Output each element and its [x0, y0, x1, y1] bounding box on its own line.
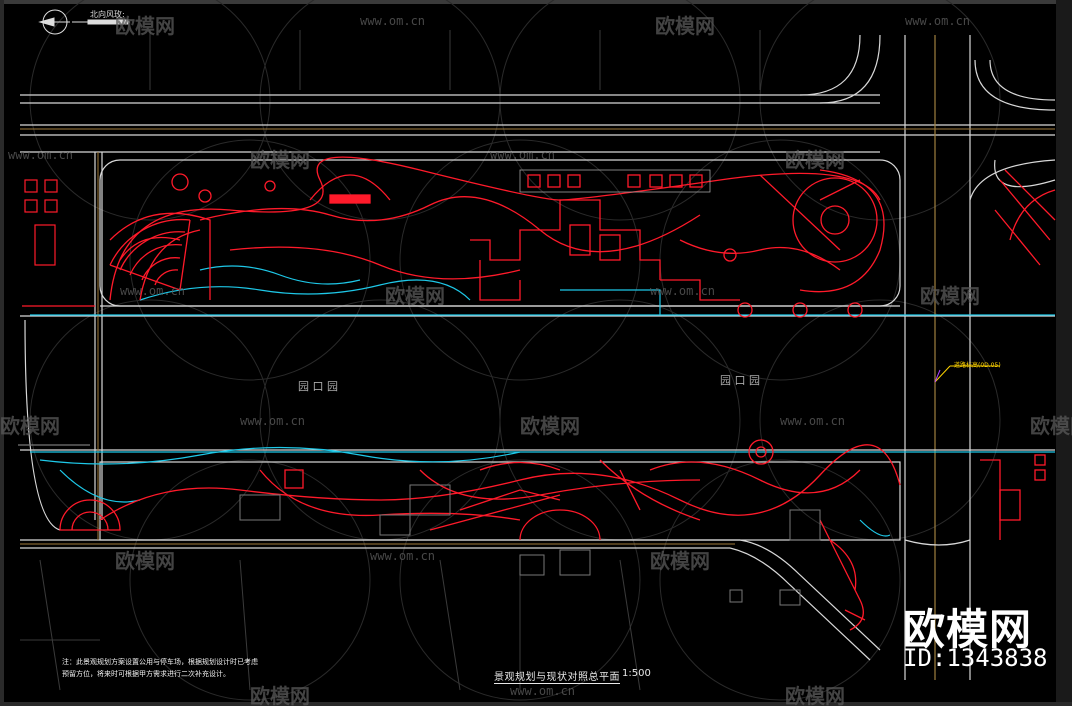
landscape-design-south: [59, 439, 1046, 631]
watermark-url: www.om.cn: [490, 148, 556, 162]
watermark-url: www.om.cn: [370, 549, 436, 563]
watermark-logo: 欧模网: [785, 148, 845, 172]
existing-buildings: [239, 484, 821, 606]
road-label: 园 口 园: [720, 374, 760, 387]
watermark-logo: 欧模网: [920, 284, 980, 308]
watermark-logo: 欧模网: [655, 14, 715, 38]
landscape-design-north: [109, 156, 885, 318]
watermark-logo: 欧模网: [250, 684, 310, 706]
watermark-url: www.om.cn: [8, 148, 74, 162]
east-plaza: [994, 169, 1056, 266]
watermark-logo: 欧模网: [115, 549, 175, 573]
brand-id: ID:1343838: [903, 644, 1048, 672]
road-network: [18, 34, 1056, 680]
drawing-title: 景观规划与现状对照总平面: [494, 668, 620, 684]
drawing-scale: 1:500: [622, 668, 651, 679]
terrain-lines: [20, 30, 761, 691]
window-right-edge: [1056, 0, 1072, 706]
parking-blocks-west: [22, 179, 95, 307]
watermark-url: www.om.cn: [240, 414, 306, 428]
watermark-url: www.om.cn: [360, 14, 426, 28]
watermark-rosettes: [29, 0, 1001, 701]
road-label: 园 口 园: [298, 380, 338, 393]
watermark-logo: 欧模网: [385, 284, 445, 308]
watermark-logo: 欧模网: [115, 14, 175, 38]
elevation-label: 道路标高(0D.05): [954, 362, 1001, 369]
drawing-note: 注：此景观规划方案设置公用与停车场，根据规划设计时已考虑预留方位，将来时可根据甲…: [62, 658, 258, 678]
legend-label: 北向风玫:: [90, 10, 125, 19]
boundary-lines: [20, 128, 1055, 545]
amphitheatre-west: [109, 218, 191, 291]
watermark-logo: 欧模网: [785, 684, 845, 706]
watermark-logo: 欧模网: [0, 414, 60, 438]
window-bottom-edge: [0, 702, 1072, 706]
water-edge: [30, 265, 1055, 537]
window-top-edge: [0, 0, 1072, 4]
watermark-url: www.om.cn: [905, 14, 971, 28]
elevation-callout: [934, 365, 1000, 383]
watermark-url: www.om.cn: [650, 284, 716, 298]
brand-logo: 欧模网: [903, 605, 1033, 654]
window-left-edge: [0, 0, 4, 706]
watermark-url: www.om.cn: [510, 684, 576, 698]
watermark-logo: 欧模网: [650, 549, 710, 573]
elevation-marker-icon: [934, 369, 941, 383]
watermark-url: www.om.cn: [780, 414, 846, 428]
watermark-logo: 欧模网: [1030, 414, 1072, 438]
watermark-logo: 欧模网: [520, 414, 580, 438]
watermark-url: www.om.cn: [120, 284, 186, 298]
watermark-logo: 欧模网: [250, 148, 310, 172]
north-arrow-icon: [38, 9, 130, 35]
